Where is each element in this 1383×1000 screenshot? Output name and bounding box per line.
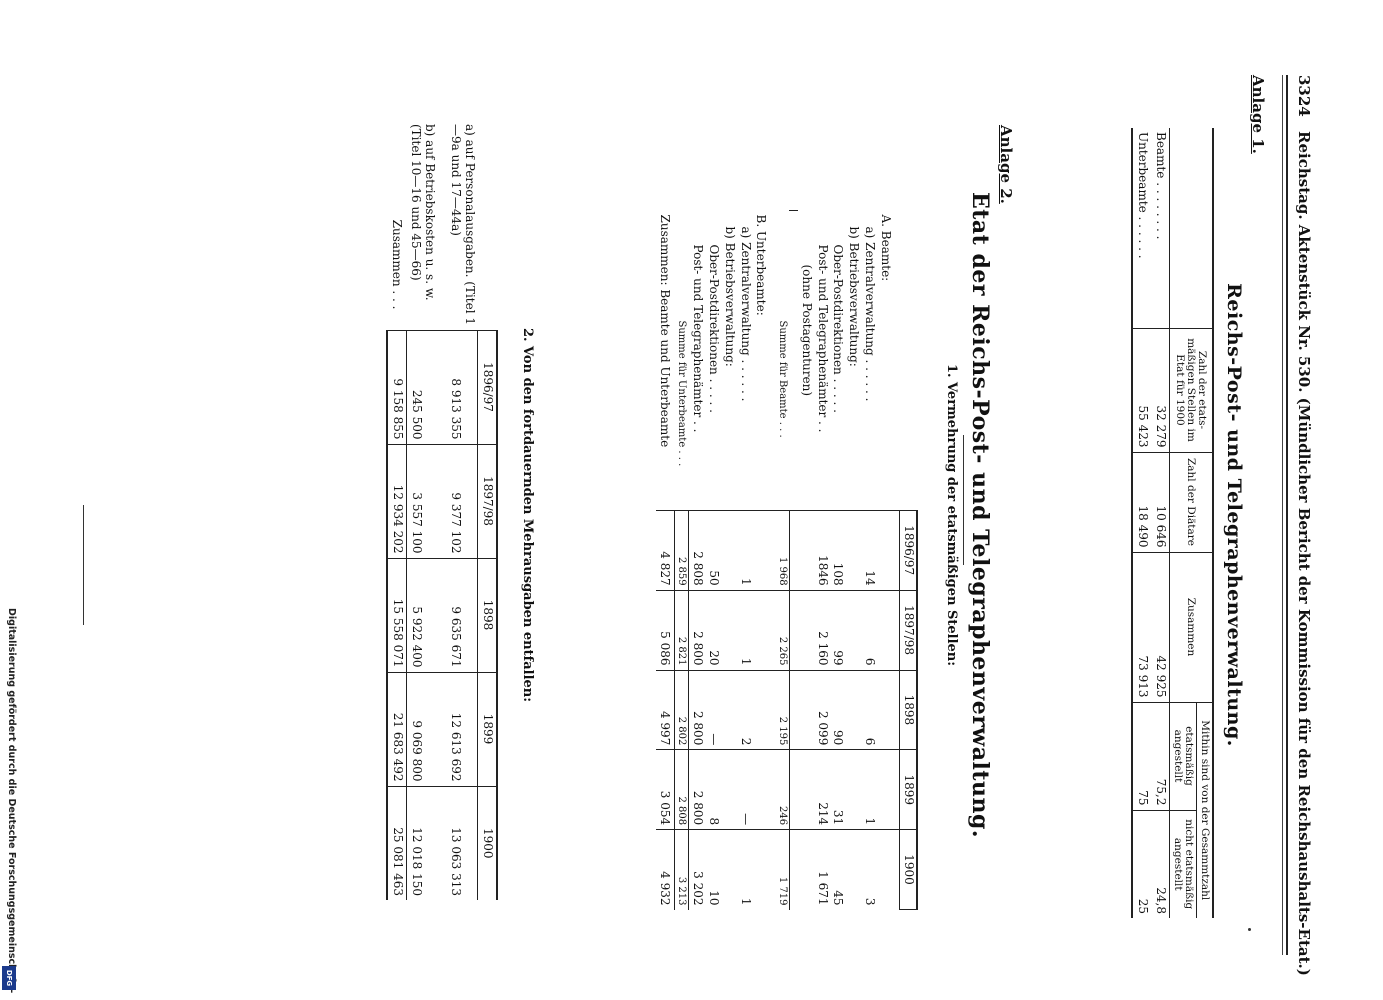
table-row: Ober-Postdirektionen . . . . . 108 99 90… bbox=[829, 211, 846, 910]
staff-count-table: Zahl der etats-mäßigen Stellen im Etat f… bbox=[1131, 128, 1214, 918]
separator-rule bbox=[963, 435, 964, 565]
table-row: Post- und Telegraphenämter . . 2 808 2 8… bbox=[688, 211, 706, 910]
table-row-sum: Summe für Beamte . . . 1 968 2 265 2 195… bbox=[775, 211, 790, 910]
expenditure-table: 1896/97 1897/98 1898 1899 1900 a) auf Pe… bbox=[386, 120, 498, 900]
staff-increase-table: 1896/97 1897/98 1898 1899 1900 A. Beamte… bbox=[656, 210, 918, 910]
year-head: 1899 bbox=[899, 749, 917, 830]
year-head: 1898 bbox=[899, 670, 917, 750]
running-header: 3324 Reichstag. Aktenstück Nr. 530. (Mün… bbox=[1288, 75, 1314, 976]
year-head: 1898 bbox=[477, 558, 497, 672]
anlage2-label: Anlage 2. bbox=[997, 125, 1015, 204]
section1-title: 1. Vermehrung der etatsmäßigen Stellen: bbox=[944, 363, 959, 667]
col-head-diaetare: Zahl der Diätare bbox=[1169, 452, 1213, 552]
page-number: 3324 bbox=[1295, 75, 1313, 117]
col-head-group: Mithin sind von der Gesammtzahl bbox=[1196, 702, 1213, 918]
col-head-nicht-angestellt: nicht etatsmäßig angestellt bbox=[1169, 810, 1197, 918]
year-head: 1897/98 bbox=[477, 444, 497, 558]
running-title: Reichstag. Aktenstück Nr. 530. (Mündlich… bbox=[1295, 131, 1313, 976]
table-row: a) Zentralverwaltung . . . . . . 14 6 6 … bbox=[861, 211, 877, 910]
digitization-credit: Digitalisierung gefördert durch die Deut… bbox=[5, 608, 19, 993]
table-row: b) auf Betriebskosten u. s. w. (Titel 10… bbox=[406, 120, 447, 900]
separator-rule bbox=[83, 505, 84, 625]
dfg-logo-icon: DFG bbox=[2, 966, 16, 990]
group-label-unterbeamte: B. Unterbeamte: bbox=[754, 214, 769, 316]
credit-text: Digitalisierung gefördert durch die Deut… bbox=[6, 608, 17, 994]
table-row-total: Zusammen: Beamte und Unterbeamte 4 827 5… bbox=[656, 211, 675, 910]
header-rule-thin bbox=[1282, 75, 1283, 955]
year-head: 1897/98 bbox=[899, 590, 917, 671]
group-label-beamte: A. Beamte: bbox=[878, 214, 893, 282]
table-row-total: Zusammen . . . 9 158 855 12 934 202 15 5… bbox=[387, 120, 407, 900]
year-head: 1896/97 bbox=[899, 510, 917, 591]
year-head: 1900 bbox=[899, 829, 917, 910]
scan-speck bbox=[1248, 928, 1251, 931]
col-head-angestellt: etatsmäßig angestellt bbox=[1169, 702, 1197, 810]
year-head: 1896/97 bbox=[477, 330, 497, 444]
year-head: 1900 bbox=[477, 786, 497, 900]
table-row: Post- und Telegraphenämter . . 1846 2 16… bbox=[813, 211, 830, 910]
table-row: Beamte . . . . . . . . 32 279 10 646 42 … bbox=[1151, 128, 1170, 918]
col-head-zusammen: Zusammen bbox=[1169, 552, 1213, 702]
table-row: a) Zentralverwaltung . . . . . . 1 1 2 —… bbox=[736, 211, 753, 910]
col-head-etatsmaessig: Zahl der etats-mäßigen Stellen im Etat f… bbox=[1169, 328, 1213, 452]
document-page: 3324 Reichstag. Aktenstück Nr. 530. (Mün… bbox=[49, 75, 1314, 976]
table-row: Unterbeamte . . . . . . 55 423 18 490 73… bbox=[1132, 128, 1152, 918]
section2-title: 2. Von den fortdauernden Mehrausgaben en… bbox=[520, 327, 535, 703]
anlage2-title: Etat der Reichs-Post- und Telegraphenver… bbox=[967, 191, 993, 839]
table-row: a) auf Personalausgaben. (Titel 1—9a und… bbox=[446, 120, 478, 900]
anlage1-title: Reichs-Post- und Telegraphenverwaltung. bbox=[1223, 283, 1245, 747]
anlage1-label: Anlage 1. bbox=[1249, 75, 1267, 154]
header-rule bbox=[1286, 75, 1288, 955]
table-row: Ober-Postdirektionen . . . . . 50 20 — 8… bbox=[705, 211, 722, 910]
table-row-sum: Summe für Unterbeamte . . . 2 859 2 821 … bbox=[674, 211, 689, 910]
year-head: 1899 bbox=[477, 672, 497, 786]
